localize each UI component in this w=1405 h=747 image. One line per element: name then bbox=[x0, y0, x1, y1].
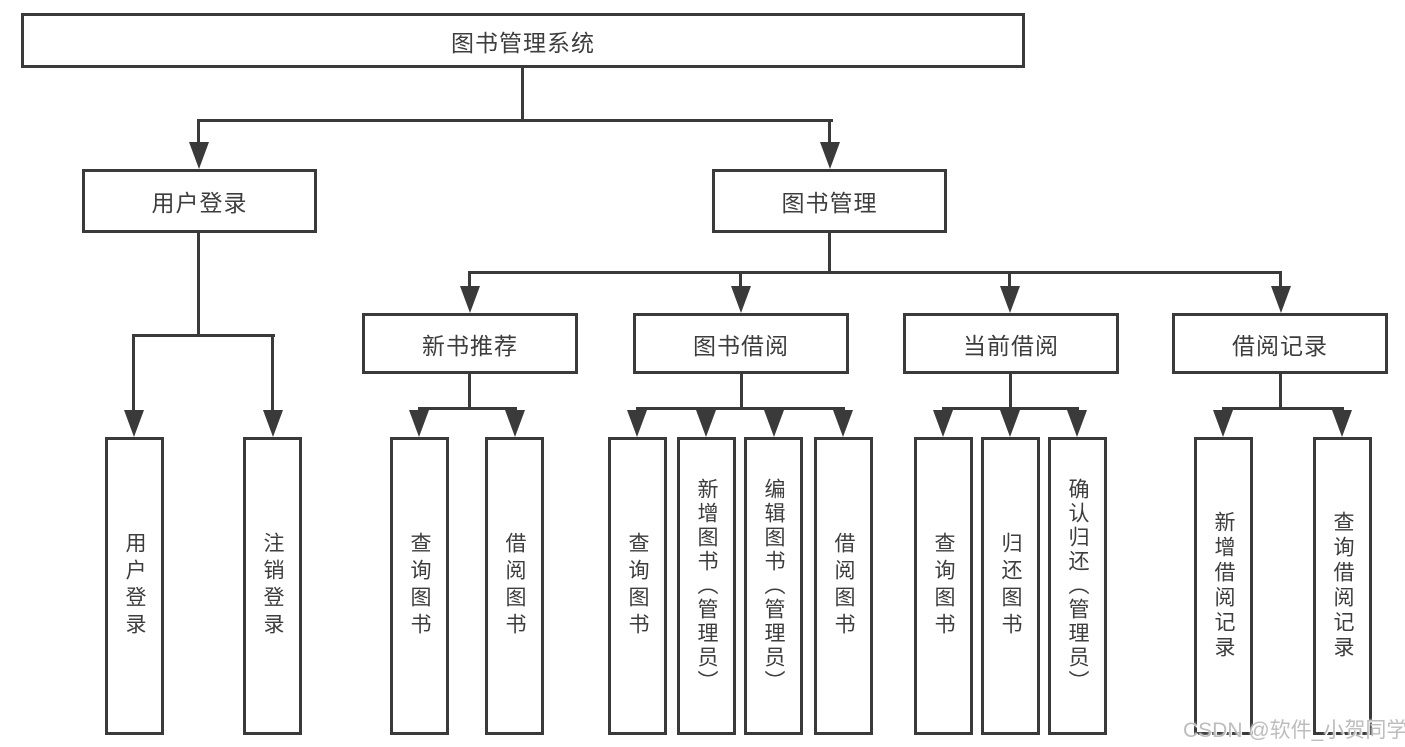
node-label: 图书管理系统 bbox=[451, 29, 595, 56]
leaf-user-login: 用户登录 bbox=[105, 437, 164, 735]
arrow-down-icon bbox=[820, 142, 840, 169]
connector-user-branch-rail bbox=[132, 334, 275, 337]
leaf-query-books: 查询图书 bbox=[914, 437, 973, 735]
node-root-library-system: 图书管理系统 bbox=[21, 13, 1025, 68]
node-book-management: 图书管理 bbox=[712, 169, 947, 233]
connector-level3-rail bbox=[468, 271, 1282, 274]
arrow-down-icon bbox=[460, 286, 480, 313]
arrow-down-icon bbox=[1213, 410, 1233, 437]
node-label: 新增借阅记录 bbox=[1212, 511, 1235, 661]
connector-group-rail bbox=[942, 407, 1079, 410]
connector-group-rail bbox=[636, 407, 845, 410]
node-label: 当前借阅 bbox=[963, 332, 1059, 359]
connector-l3-stem bbox=[739, 271, 742, 287]
connector-user-login-stem bbox=[197, 119, 200, 143]
node-label: 用户登录 bbox=[151, 190, 248, 216]
node-label: 注销登录 bbox=[261, 532, 284, 640]
arrow-down-icon bbox=[409, 410, 429, 437]
node-label: 新书推荐 bbox=[422, 332, 518, 359]
node-label: 新增图书（管理员） bbox=[695, 478, 718, 694]
node-current-borrowing: 当前借阅 bbox=[903, 313, 1119, 374]
arrow-down-icon bbox=[833, 410, 853, 437]
leaf-borrow-books: 借阅图书 bbox=[814, 437, 873, 735]
arrow-down-icon bbox=[124, 410, 144, 437]
arrow-down-icon bbox=[189, 142, 209, 169]
connector-leaf-stem bbox=[271, 334, 274, 411]
node-label: 用户登录 bbox=[123, 532, 146, 640]
node-label: 查询图书 bbox=[408, 532, 431, 640]
node-label: 查询图书 bbox=[932, 532, 955, 640]
node-label: 图书借阅 bbox=[693, 332, 789, 359]
connector-group-stem bbox=[1009, 374, 1012, 409]
arrow-down-icon bbox=[1332, 410, 1352, 437]
arrow-down-icon bbox=[627, 410, 647, 437]
connector-l3-stem bbox=[1008, 271, 1011, 287]
node-label: 查询借阅记录 bbox=[1331, 511, 1354, 661]
node-label: 借阅图书 bbox=[832, 532, 855, 640]
arrow-down-icon bbox=[731, 286, 751, 313]
node-label: 借阅记录 bbox=[1232, 332, 1328, 359]
connector-group-stem bbox=[1279, 374, 1282, 409]
connector-group-rail bbox=[1222, 407, 1344, 410]
leaf-add-borrow-record: 新增借阅记录 bbox=[1194, 437, 1253, 735]
leaf-query-borrow-record: 查询借阅记录 bbox=[1313, 437, 1372, 735]
connector-book-branch-stem bbox=[828, 233, 831, 274]
arrow-down-icon bbox=[505, 410, 525, 437]
leaf-confirm-return-admin: 确认归还（管理员） bbox=[1048, 437, 1107, 735]
leaf-edit-books-admin: 编辑图书（管理员） bbox=[744, 437, 803, 735]
node-label: 借阅图书 bbox=[503, 532, 526, 640]
node-label: 确认归还（管理员） bbox=[1066, 478, 1089, 694]
arrow-down-icon bbox=[696, 410, 716, 437]
leaf-add-books-admin: 新增图书（管理员） bbox=[677, 437, 736, 735]
connector-l3-stem bbox=[1279, 271, 1282, 287]
connector-leaf-stem bbox=[132, 334, 135, 411]
connector-level2-rail bbox=[197, 119, 833, 122]
connector-l3-stem bbox=[468, 271, 471, 287]
connector-group-stem bbox=[740, 374, 743, 409]
node-book-borrowing: 图书借阅 bbox=[633, 313, 849, 374]
csdn-watermark: CSDN @软件_小贺同学 bbox=[1183, 719, 1405, 742]
node-new-book-recommendation: 新书推荐 bbox=[362, 313, 578, 374]
arrow-down-icon bbox=[1000, 286, 1020, 313]
node-label: 图书管理 bbox=[781, 190, 878, 216]
arrow-down-icon bbox=[764, 410, 784, 437]
arrow-down-icon bbox=[933, 410, 953, 437]
connector-group-stem bbox=[468, 374, 471, 409]
leaf-logout: 注销登录 bbox=[243, 437, 302, 735]
arrow-down-icon bbox=[1000, 410, 1020, 437]
leaf-query-books: 查询图书 bbox=[390, 437, 449, 735]
node-label: 编辑图书（管理员） bbox=[762, 478, 785, 694]
leaf-borrow-books: 借阅图书 bbox=[485, 437, 544, 735]
leaf-return-books: 归还图书 bbox=[981, 437, 1040, 735]
connector-group-rail bbox=[418, 407, 517, 410]
leaf-query-books: 查询图书 bbox=[608, 437, 667, 735]
node-label: 查询图书 bbox=[626, 532, 649, 640]
connector-book-mgmt-stem bbox=[828, 119, 831, 143]
node-borrowing-records: 借阅记录 bbox=[1172, 313, 1388, 374]
connector-user-branch-stem bbox=[197, 233, 200, 337]
connector-root-stem bbox=[521, 68, 524, 121]
node-user-login: 用户登录 bbox=[82, 169, 317, 233]
arrow-down-icon bbox=[1067, 410, 1087, 437]
arrow-down-icon bbox=[1271, 286, 1291, 313]
arrow-down-icon bbox=[263, 410, 283, 437]
node-label: 归还图书 bbox=[999, 532, 1022, 640]
